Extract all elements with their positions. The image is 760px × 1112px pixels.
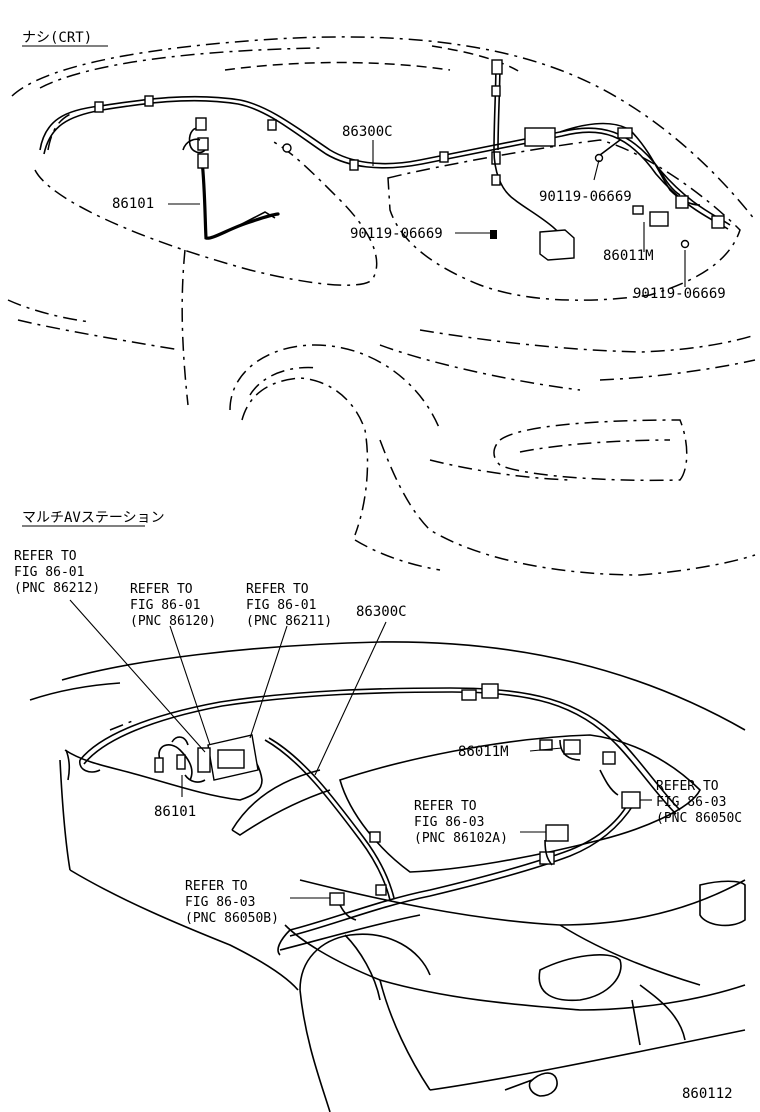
ref-b-line3: (PNC 86120) bbox=[130, 614, 216, 629]
top-label-86011m: 86011M bbox=[603, 248, 654, 264]
ref-e-line3: (PNC 86050C bbox=[656, 811, 742, 826]
bottom-label-86011m: 86011M bbox=[458, 744, 509, 760]
top-roof-harness bbox=[39, 59, 731, 261]
top-label-86300c: 86300C bbox=[342, 124, 393, 140]
ref-c-line3: (PNC 86211) bbox=[246, 614, 332, 629]
bottom-section-title: マルチAVステーション bbox=[22, 510, 165, 526]
ref-a-line2: FIG 86-01 bbox=[14, 565, 84, 580]
bottom-av-unit bbox=[154, 734, 259, 783]
ref-d-line1: REFER TO bbox=[414, 799, 477, 814]
ref-b-line2: FIG 86-01 bbox=[130, 598, 200, 613]
top-label-bolt-right-lower: 90119-06669 bbox=[633, 286, 726, 302]
ref-a-line3: (PNC 86212) bbox=[14, 581, 100, 596]
top-label-bolt-left: 90119-06669 bbox=[350, 226, 443, 242]
top-section-title: ナシ(CRT) bbox=[22, 30, 92, 46]
top-antenna-feeder bbox=[182, 117, 292, 240]
ref-e-line2: FIG 86-03 bbox=[656, 795, 726, 810]
ref-f-line1: REFER TO bbox=[185, 879, 248, 894]
bottom-leader-lines bbox=[69, 599, 652, 899]
ref-f-line2: FIG 86-03 bbox=[185, 895, 255, 910]
ref-a-line1: REFER TO bbox=[14, 549, 77, 564]
bottom-roof-harness bbox=[79, 683, 681, 956]
bottom-label-86101: 86101 bbox=[154, 804, 196, 820]
top-label-86101: 86101 bbox=[112, 196, 154, 212]
top-leader-lines bbox=[168, 140, 686, 287]
figure-number: 860112 bbox=[682, 1086, 733, 1102]
ref-c-line1: REFER TO bbox=[246, 582, 309, 597]
ref-c-line2: FIG 86-01 bbox=[246, 598, 316, 613]
bottom-label-86300c: 86300C bbox=[356, 604, 407, 620]
top-car-body bbox=[7, 36, 756, 576]
ref-f-line3: (PNC 86050B) bbox=[185, 911, 279, 926]
ref-d-line2: FIG 86-03 bbox=[414, 815, 484, 830]
ref-d-line3: (PNC 86102A) bbox=[414, 831, 508, 846]
ref-b-line1: REFER TO bbox=[130, 582, 193, 597]
ref-e-line1: REFER TO bbox=[656, 779, 719, 794]
bottom-car-body bbox=[29, 641, 746, 1112]
top-label-bolt-right-upper: 90119-06669 bbox=[539, 189, 632, 205]
